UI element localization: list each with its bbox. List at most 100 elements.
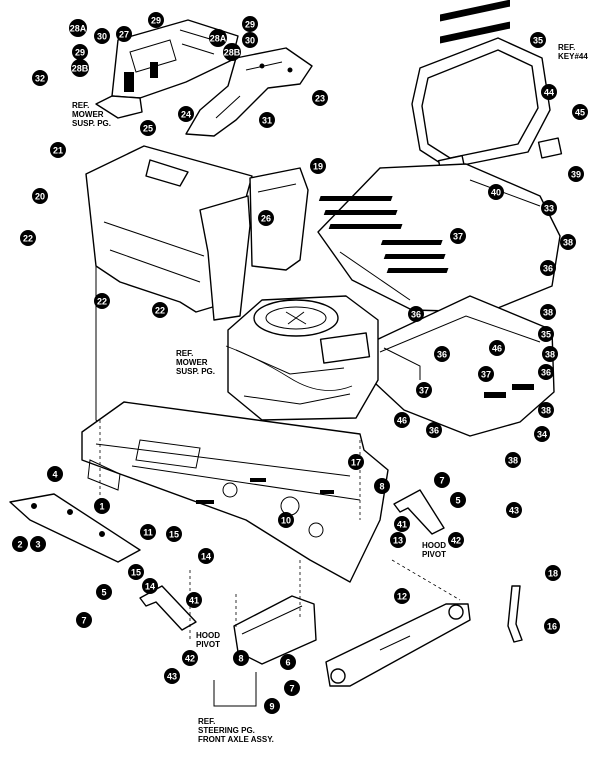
callout-number: 41 [189,596,199,606]
callout-number: 5 [101,588,106,598]
front-bumper-plate-part [9,493,141,563]
callout-badge [530,32,546,48]
ref-note-line: REF. [176,349,193,358]
callout-c25: 25 [140,120,156,136]
side-skirt-part [371,295,555,437]
callout-badge [538,364,554,380]
callout-number: 38 [541,406,551,416]
callout-number: 36 [437,350,447,360]
callout-number: 22 [23,234,33,244]
ref-note-line: HOOD [422,541,446,550]
callout-c36b: 36 [408,306,424,322]
callout-number: 39 [571,170,581,180]
main-frame-part [81,401,389,583]
callout-c16: 16 [544,618,560,634]
callout-c10: 10 [278,512,294,528]
callout-badge [394,588,410,604]
callout-number: 35 [541,330,551,340]
battery-shroud-part [199,167,309,321]
grille-part [411,0,563,178]
callout-badge [198,548,214,564]
callout-c30a: 30 [94,28,110,44]
callout-c43a: 43 [506,502,522,518]
callout-c31: 31 [259,112,275,128]
callout-number: 10 [281,516,291,526]
callout-number: 7 [81,616,86,626]
callout-number: 14 [145,582,155,592]
callout-badge [542,346,558,362]
callout-badge [242,32,258,48]
callout-number: 9 [269,702,274,712]
callout-c28b: 28B [223,43,241,61]
callout-c14b: 14 [142,578,158,594]
callout-number: 28A [210,34,227,44]
callout-number: 25 [143,124,153,134]
callout-c29b: 29 [242,16,258,32]
callout-c15a: 15 [166,526,182,542]
dash-console-part [95,19,239,119]
callout-number: 42 [451,536,461,546]
callout-badge [541,84,557,100]
callout-badge [209,29,227,47]
callout-number: 34 [537,430,547,440]
callout-c22c: 22 [152,302,168,318]
callout-number: 12 [397,592,407,602]
callout-c36e: 36 [426,422,442,438]
callout-number: 22 [97,297,107,307]
callout-badge [434,346,450,362]
callout-badge [128,564,144,580]
callout-number: 26 [261,214,271,224]
ref-note-line: HOOD [196,631,220,640]
callout-badge [568,166,584,182]
callout-c46a: 46 [489,340,505,356]
callout-c12: 12 [394,588,410,604]
callout-number: 6 [285,658,290,668]
callout-c41b: 41 [186,592,202,608]
callout-c7c: 7 [284,680,300,696]
callout-badge [258,210,274,226]
callout-number: 20 [35,192,45,202]
callout-badge [94,293,110,309]
callout-c9: 9 [264,698,280,714]
callout-badge [71,59,89,77]
callout-c35a: 35 [530,32,546,48]
callout-number: 13 [393,536,403,546]
callout-badge [182,650,198,666]
callout-badge [534,426,550,442]
callout-badge [394,516,410,532]
callout-number: 36 [541,368,551,378]
callout-badge [96,584,112,600]
callout-badge [140,524,156,540]
callout-c28a2: 28A [209,29,227,47]
callout-badge [32,70,48,86]
callout-c46b: 46 [394,412,410,428]
callout-badge [32,188,48,204]
callout-badge [538,326,554,342]
callout-badge [450,228,466,244]
callout-badge [310,158,326,174]
callout-c40: 40 [488,184,504,200]
callout-c11: 11 [140,524,156,540]
callout-number: 43 [167,672,177,682]
front-axle-part [325,603,471,687]
callout-number: 30 [245,36,255,46]
callout-badge [116,26,132,42]
callout-badge [545,565,561,581]
hood-pivot-bracket-right [393,489,445,535]
callout-badge [72,44,88,60]
callout-c24: 24 [178,106,194,122]
callout-number: 46 [492,344,502,354]
callout-c37b: 37 [478,366,494,382]
callout-number: 7 [289,684,294,694]
hood-part [317,163,561,313]
callout-c7b: 7 [76,612,92,628]
callout-c38c: 38 [542,346,558,362]
callout-badge [426,422,442,438]
callout-number: 45 [575,108,585,118]
callout-badge [540,304,556,320]
callout-number: 40 [491,188,501,198]
callout-number: 5 [455,496,460,506]
callout-number: 42 [185,654,195,664]
callout-number: 2 [17,540,22,550]
